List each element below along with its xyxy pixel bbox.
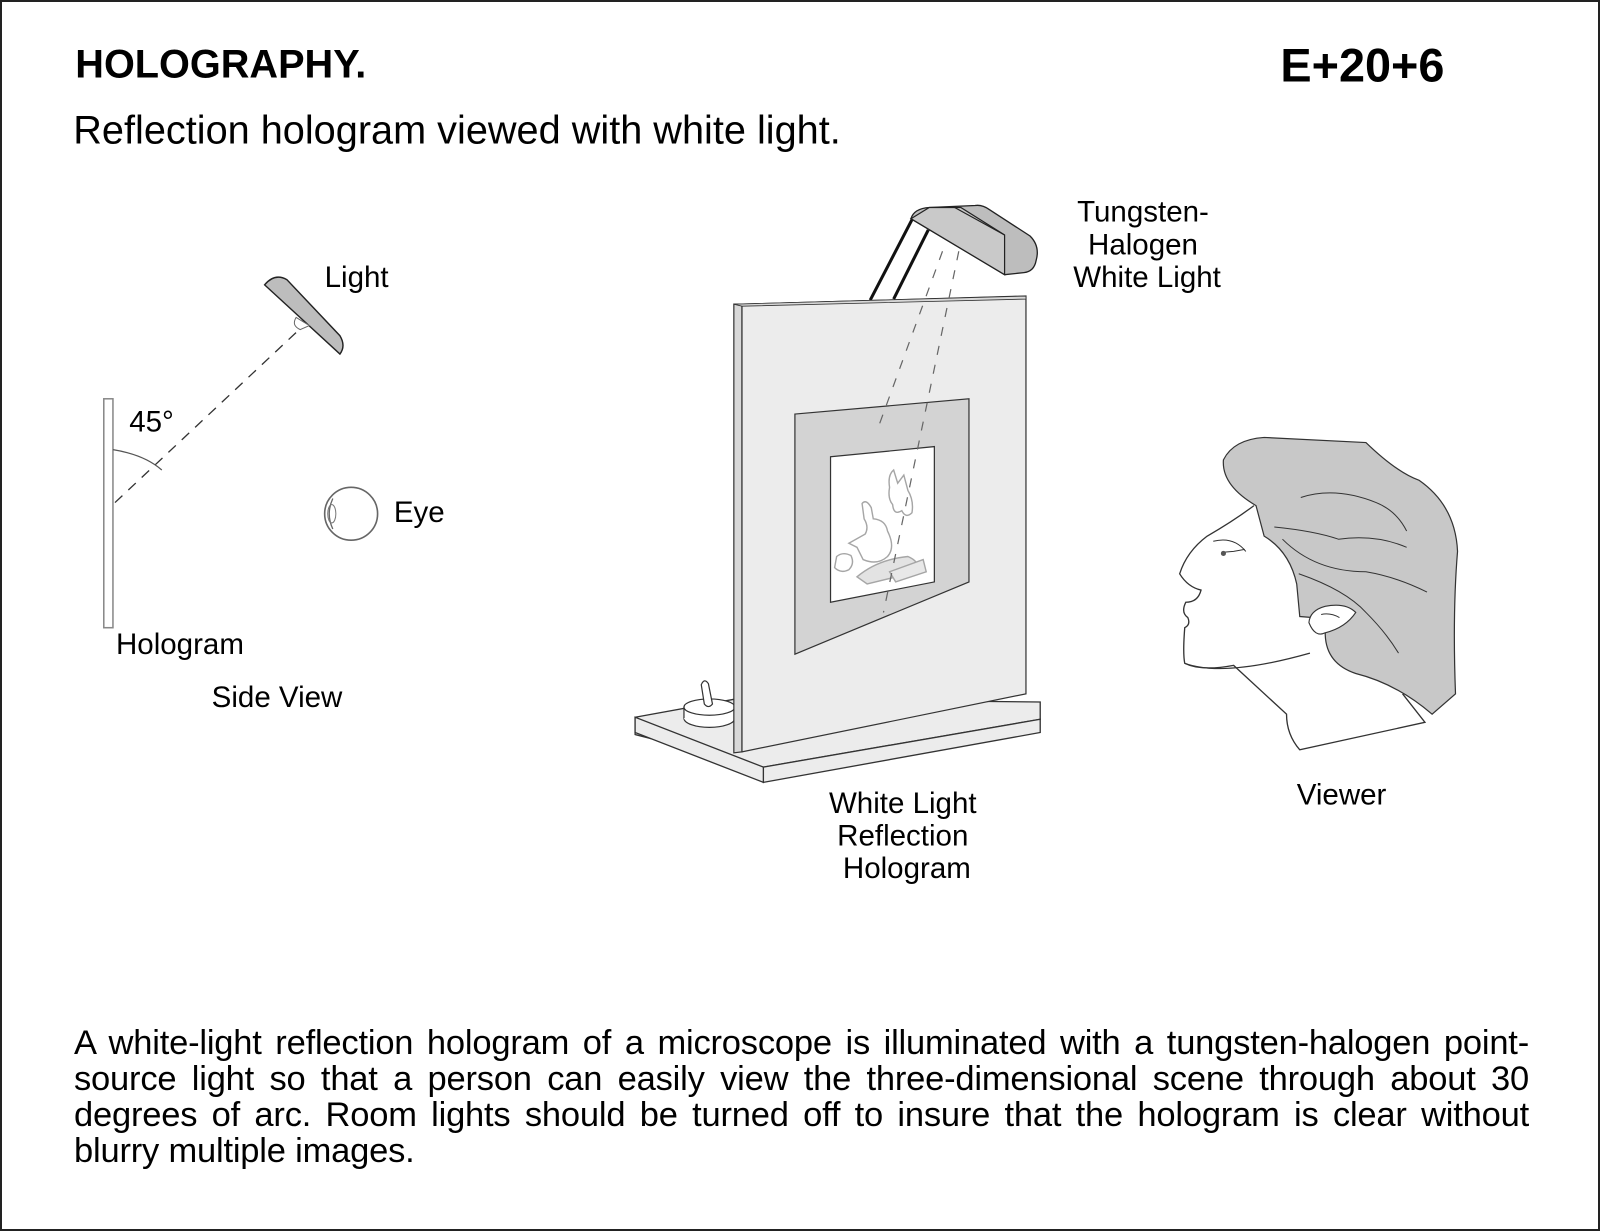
lamp-arm-1: [868, 219, 914, 301]
hologram-plate-side: [103, 398, 114, 629]
light-beam-dashed: [114, 329, 300, 504]
tungsten-halogen-lamp-icon: [909, 204, 1038, 276]
panel-edge: [733, 303, 743, 754]
page-title: HOLOGRAPHY.: [75, 42, 366, 86]
panel-top-edge: [733, 295, 1027, 307]
viewer-head-icon: [1178, 436, 1459, 751]
hologram-label-side: Hologram: [116, 628, 244, 661]
lamp-label: Tungsten- Halogen White Light: [1073, 196, 1221, 294]
angle-arc: [112, 449, 163, 471]
side-view-diagram: 45° Light Eye Hologram Side View: [103, 261, 445, 714]
eye-label: Eye: [394, 496, 445, 529]
viewer-label: Viewer: [1297, 779, 1387, 812]
lamp-beam-dashed: [878, 251, 960, 613]
lamp-arm-2: [892, 229, 930, 300]
hologram-label: White Light Reflection Hologram: [829, 787, 985, 885]
page-subtitle: Reflection hologram viewed with white li…: [73, 108, 841, 152]
demo-code: E+20+6: [1280, 39, 1444, 91]
hologram-image-sketch: [833, 468, 928, 585]
description-paragraph: A white-light reflection hologram of a m…: [74, 1023, 1529, 1170]
viewer-diagram: Viewer: [1178, 436, 1459, 812]
eye-icon: [323, 486, 379, 542]
hologram-setup-diagram: Tungsten- Halogen White Light White Ligh…: [634, 196, 1221, 885]
side-view-caption: Side View: [212, 681, 343, 714]
light-lamp-icon: [263, 276, 344, 356]
light-label: Light: [325, 261, 389, 294]
angle-label: 45°: [129, 405, 174, 438]
power-switch-icon: [683, 680, 736, 729]
